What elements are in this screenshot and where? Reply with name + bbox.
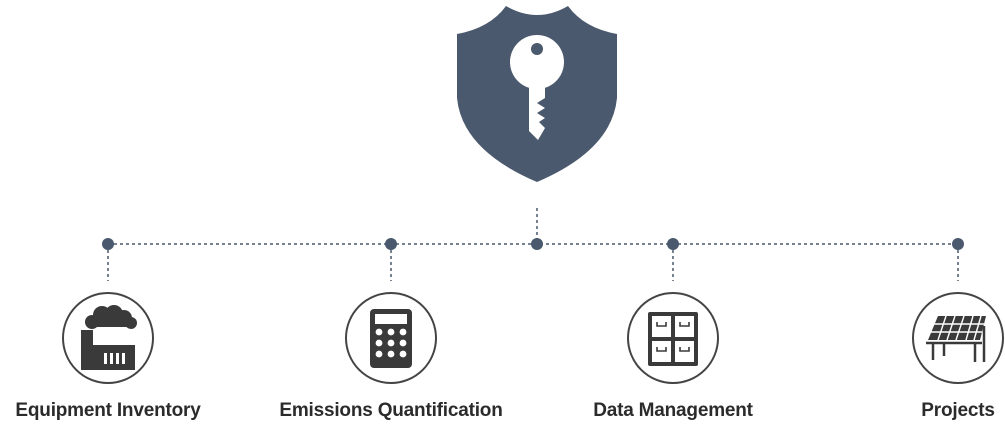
shield-key-icon bbox=[457, 6, 617, 182]
node-projects bbox=[952, 238, 964, 250]
item-emissions-quantification bbox=[345, 292, 437, 384]
label-data-management: Data Management bbox=[593, 400, 753, 421]
node-equipment bbox=[102, 238, 114, 250]
icon-circle bbox=[345, 292, 437, 384]
connector-nodes bbox=[102, 238, 964, 250]
label-projects: Projects bbox=[921, 400, 995, 421]
icon-circle bbox=[62, 292, 154, 384]
node-data bbox=[667, 238, 679, 250]
label-emissions-quantification: Emissions Quantification bbox=[279, 400, 503, 421]
storage-drawers-icon bbox=[648, 312, 698, 366]
item-projects bbox=[912, 292, 1004, 384]
node-emissions bbox=[385, 238, 397, 250]
item-data-management bbox=[627, 292, 719, 384]
item-equipment-inventory bbox=[62, 292, 154, 384]
key-icon bbox=[510, 35, 564, 140]
icon-circle bbox=[627, 292, 719, 384]
calculator-icon bbox=[370, 309, 412, 368]
icon-circle bbox=[912, 292, 1004, 384]
solar-panel-icon bbox=[926, 315, 986, 362]
node-center bbox=[531, 238, 543, 250]
connectors bbox=[107, 208, 959, 281]
factory-icon bbox=[81, 305, 137, 370]
key-hole bbox=[531, 43, 543, 55]
label-equipment-inventory: Equipment Inventory bbox=[15, 400, 201, 421]
